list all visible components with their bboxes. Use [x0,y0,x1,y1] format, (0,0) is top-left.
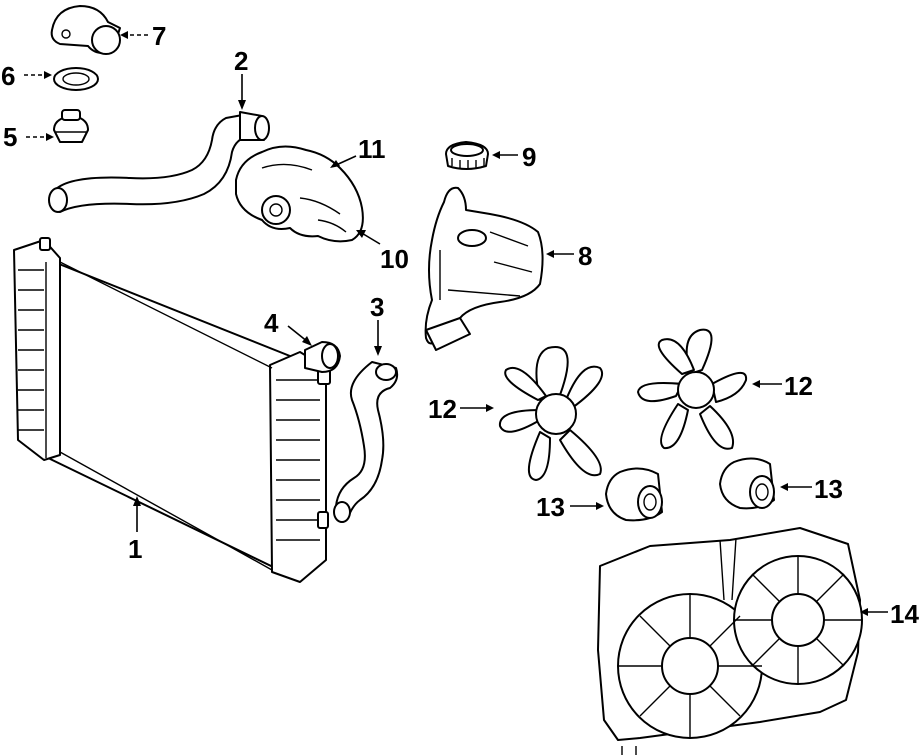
callout-2: 2 [234,46,248,76]
callout-13-right: 13 [814,474,843,504]
callout-labels: 1 2 3 4 5 6 7 8 9 10 11 12 12 13 13 14 [1,21,919,629]
water-pump [235,145,364,243]
fan-shroud [597,527,863,755]
callout-9: 9 [522,142,536,172]
callout-13-left: 13 [536,492,565,522]
fan-motor-right [719,457,775,510]
thermostat [53,109,89,143]
callout-6: 6 [1,61,15,91]
callout-12-left: 12 [428,394,457,424]
thermostat-housing [50,5,121,55]
lower-hose [333,361,399,523]
callout-5: 5 [3,122,17,152]
reservoir [424,186,544,351]
callout-8: 8 [578,241,592,271]
callout-10: 10 [380,244,409,274]
callout-1: 1 [128,534,142,564]
callout-12-right: 12 [784,371,813,401]
fan-blade-right [637,328,748,450]
callout-11: 11 [358,134,386,164]
fan-blade-left [498,346,603,481]
leader-lines [24,31,888,616]
reservoir-cap [445,141,489,170]
gasket [53,67,99,91]
callout-14: 14 [890,599,919,629]
callout-3: 3 [370,292,384,322]
radiator-outlet [304,341,341,373]
fan-motor-left [605,467,663,522]
callout-7: 7 [152,21,166,51]
radiator [13,237,331,583]
upper-hose [48,111,270,213]
callout-4: 4 [264,308,279,338]
